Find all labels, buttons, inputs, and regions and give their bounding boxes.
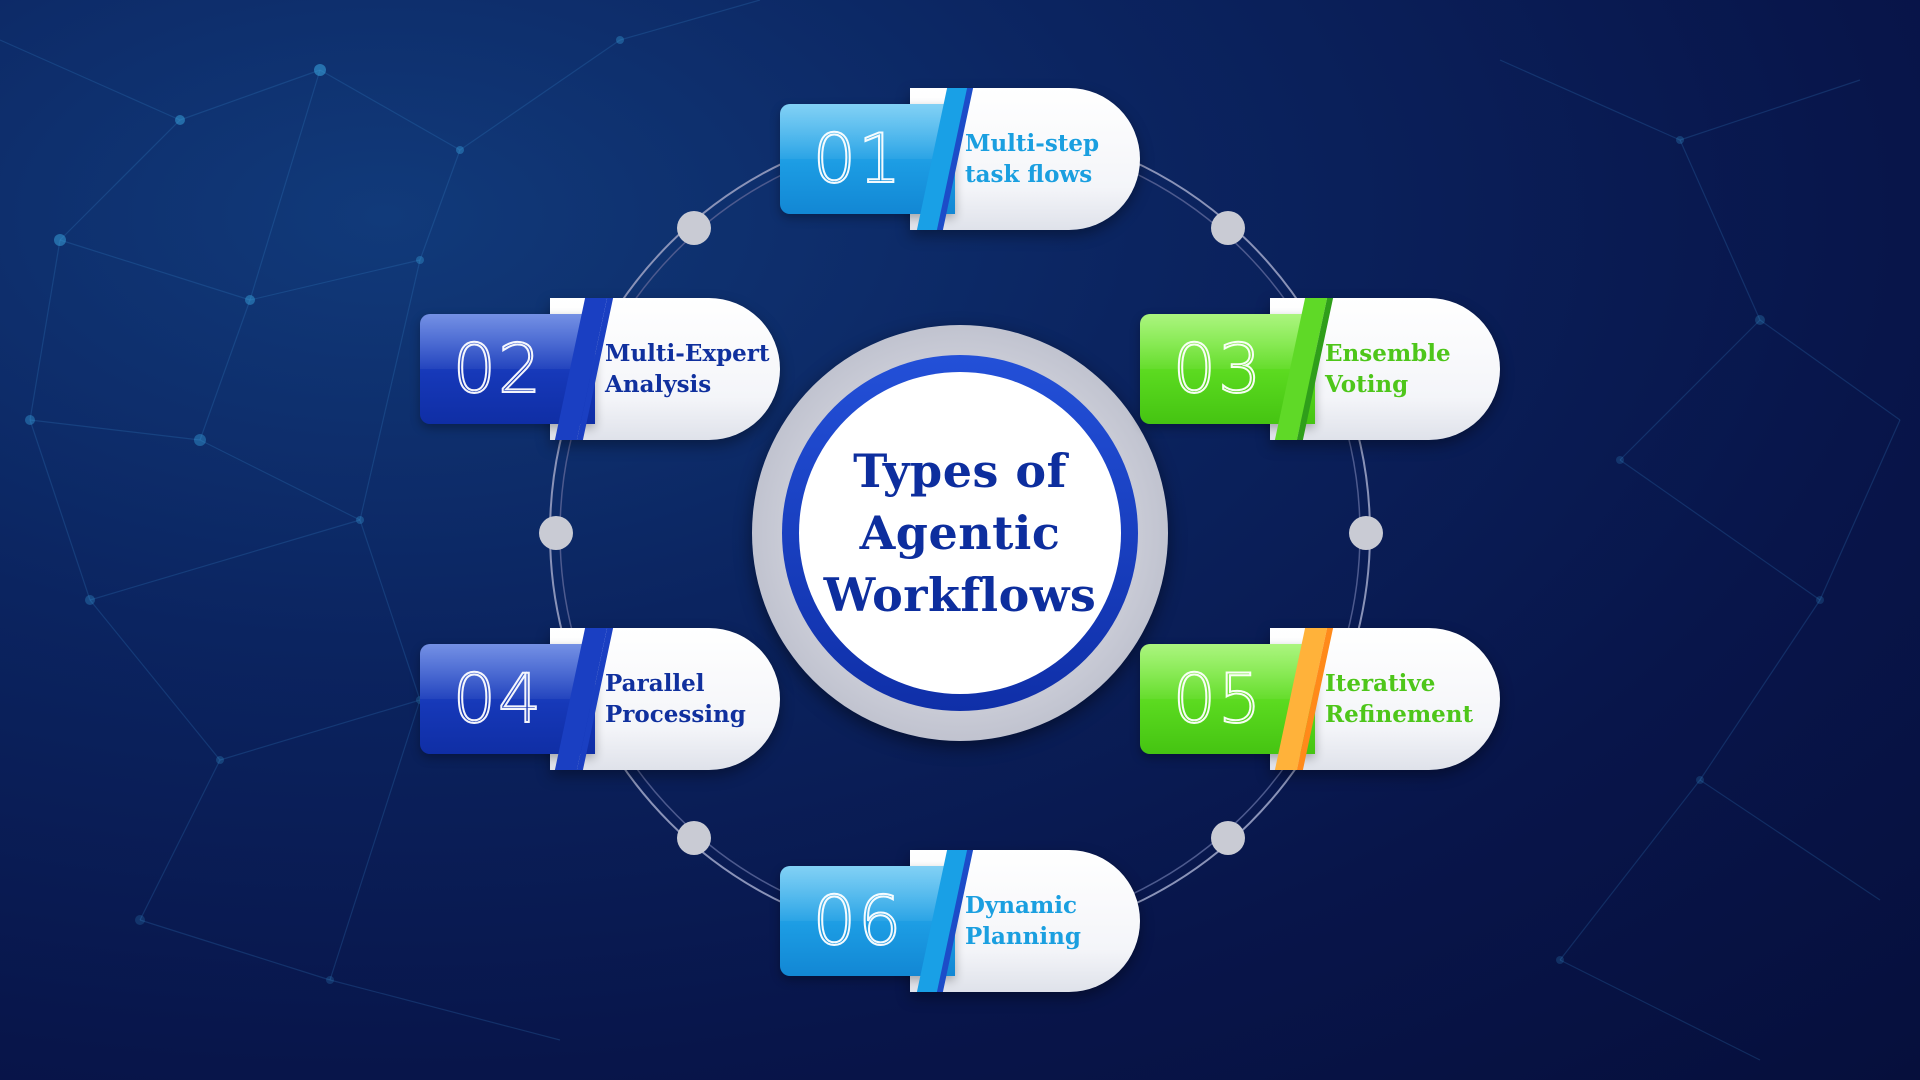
card-label: Parallel Processing <box>605 670 746 728</box>
center-title: Types of Agentic Workflows <box>823 444 1097 622</box>
card-number: 05 <box>1172 659 1264 740</box>
workflow-card-03: 03 Ensemble Voting <box>1140 298 1500 440</box>
card-label: Multi-step task flows <box>965 130 1100 188</box>
card-label: Iterative Refinement <box>1325 670 1474 728</box>
ring-node-top-left <box>677 211 711 245</box>
card-number: 04 <box>452 659 544 740</box>
center-circle: Types of Agentic Workflows <box>799 372 1121 694</box>
workflow-card-01: 01 Multi-step task flows <box>780 88 1140 230</box>
ring-node-bottom-right <box>1211 821 1245 855</box>
card-label: Multi-Expert Analysis <box>605 340 770 398</box>
ring-node-top-right <box>1211 211 1245 245</box>
ring-node-bottom-left <box>677 821 711 855</box>
card-number: 02 <box>452 329 544 410</box>
ring-node-left <box>539 516 573 550</box>
workflow-card-04: 04 Parallel Processing <box>420 628 780 770</box>
workflow-card-05: 05 Iterative Refinement <box>1140 628 1500 770</box>
card-label: Dynamic Planning <box>965 892 1081 950</box>
workflow-card-02: 02 Multi-Expert Analysis <box>420 298 780 440</box>
ring-node-right <box>1349 516 1383 550</box>
card-number: 06 <box>812 881 904 962</box>
card-number: 01 <box>812 119 904 200</box>
card-number: 03 <box>1172 329 1264 410</box>
workflow-card-06: 06 Dynamic Planning <box>780 850 1140 992</box>
card-number-tab <box>780 866 955 976</box>
card-label: Ensemble Voting <box>1325 340 1451 398</box>
